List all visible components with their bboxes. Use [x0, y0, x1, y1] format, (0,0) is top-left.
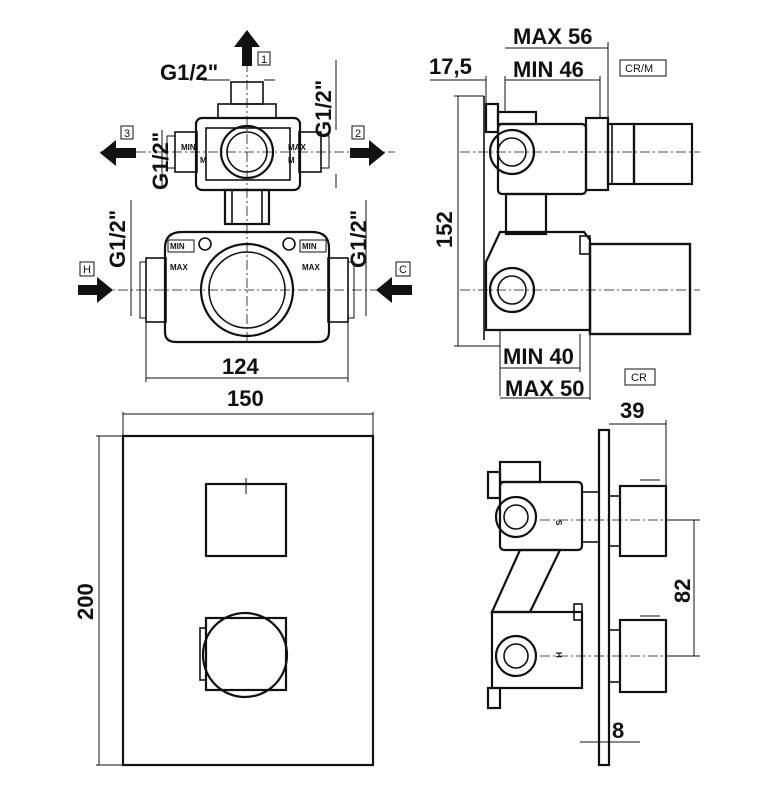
mark-lower: H	[554, 652, 563, 658]
min-lower-left: MIN	[170, 242, 185, 251]
max-upper-right: MAX	[288, 143, 306, 152]
min-upper-right-small: M	[288, 156, 295, 165]
outlet-2-label: 2	[355, 128, 361, 140]
inlet-cold-label: C	[399, 264, 407, 276]
outlet-1-arrow-icon: 1	[234, 30, 271, 66]
thread-left-upper-label: G1/2"	[148, 132, 173, 190]
max-body-label: MAX 50	[505, 376, 584, 401]
outlet-3-arrow-icon: 3	[100, 125, 136, 166]
handle-spacing-label: 82	[670, 579, 695, 603]
min-lower-right: MIN	[302, 242, 317, 251]
inlet-cold-arrow-icon: C	[376, 261, 412, 303]
side-view: 152 17,5 MAX 56 MIN 46 CR/M	[429, 24, 700, 401]
height-200-label: 200	[73, 583, 98, 620]
top-view: MIN M MAX M MIN MAX MIN MAX G1/2" G1/2"	[78, 30, 412, 382]
inlet-hot-label: H	[83, 264, 91, 276]
max-upper-left-small: M	[200, 156, 207, 165]
thread-left-lower-label: G1/2"	[105, 210, 130, 268]
thread-top-label: G1/2"	[160, 60, 218, 85]
outlet-2-arrow-icon: 2	[350, 125, 385, 166]
thread-right-upper-label: G1/2"	[311, 80, 336, 138]
max-depth-label: MAX 56	[513, 24, 592, 49]
code-bottom-label: CR	[631, 372, 647, 384]
thread-right-lower-label: G1/2"	[346, 210, 371, 268]
front-view: 150 200	[73, 386, 375, 767]
code-top-label: CR/M	[625, 63, 653, 75]
cover-plate	[121, 434, 375, 767]
max-lower-left: MAX	[170, 263, 188, 272]
profile-plate	[597, 428, 611, 767]
min-upper-left: MIN	[181, 143, 196, 152]
thermostat-handle	[204, 616, 288, 692]
max-lower-right: MAX	[302, 263, 320, 272]
profile-view: S H 39 82 8	[486, 398, 700, 767]
min-depth-label: MIN 46	[513, 57, 584, 82]
inlet-hot-arrow-icon: H	[78, 261, 113, 303]
outlet-3-label: 3	[124, 128, 130, 140]
min-body-label: MIN 40	[503, 344, 574, 369]
diverter-handle	[204, 482, 288, 558]
height-152-label: 152	[432, 211, 457, 248]
mark-upper: S	[554, 520, 563, 526]
width-124-label: 124	[222, 354, 259, 379]
offset-label: 17,5	[429, 54, 472, 79]
plate-thickness-label: 8	[612, 718, 624, 743]
handle-depth-label: 39	[620, 398, 644, 423]
width-150-label: 150	[227, 386, 264, 411]
outlet-1-label: 1	[261, 54, 267, 66]
